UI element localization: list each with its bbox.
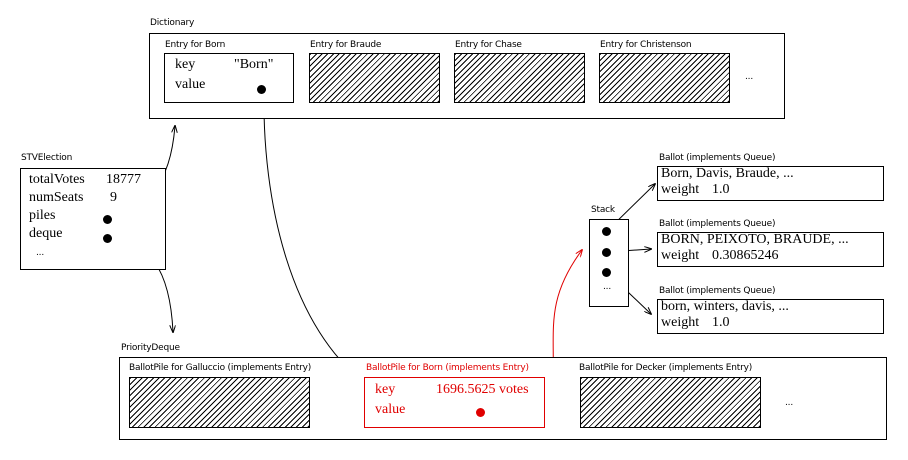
ballotpile-born-box — [364, 377, 545, 428]
dictionary-ellipsis: ... — [745, 72, 753, 82]
ballot-1-weight-label: weight — [661, 182, 700, 197]
stack-pointer-1 — [602, 227, 611, 236]
stack-pointer-2 — [602, 248, 611, 257]
ballotpile-decker-hatched — [580, 377, 761, 428]
ballotpile-decker-label: BallotPile for Decker (implements Entry) — [579, 363, 753, 373]
ballot-3-names: born, winters, davis, ... — [661, 299, 789, 314]
stvelection-ellipsis: ... — [36, 248, 44, 258]
entry-value-to-ballotpile-arrow — [263, 89, 370, 387]
stack-pointer-3 — [602, 268, 611, 277]
ballot-1-weight-value: 1.0 — [712, 182, 730, 197]
ballot-2-label: Ballot (implements Queue) — [659, 219, 776, 229]
entry-christenson-hatched — [599, 53, 730, 103]
entry-label-christenson: Entry for Christenson — [600, 40, 692, 50]
ballot-3-weight-label: weight — [661, 315, 700, 330]
field-piles-name: piles — [29, 208, 56, 223]
ballot-2-box — [657, 232, 884, 267]
entry-label-born: Entry for Born — [165, 40, 226, 50]
ballotpile-born-value-label: value — [375, 402, 406, 417]
entry-chase-hatched — [454, 53, 585, 103]
entry-born-value-pointer — [257, 85, 266, 94]
entry-label-braude: Entry for Braude — [310, 40, 382, 50]
ballot-2-weight-label: weight — [661, 248, 700, 263]
entry-born-box — [164, 53, 294, 103]
field-totalvotes-name: totalVotes — [29, 172, 85, 187]
ballot-1-names: Born, Davis, Braude, ... — [661, 166, 794, 181]
field-deque-name: deque — [29, 226, 63, 241]
deque-pointer — [103, 234, 112, 243]
stvelection-label: STVElection — [21, 153, 73, 163]
ballotpile-born-key-value: 1696.5625 votes — [436, 382, 529, 397]
ballot-2-weight-value: 0.30865246 — [712, 248, 779, 263]
stack-label: Stack — [591, 205, 615, 215]
entry-born-value-label: value — [175, 77, 206, 92]
entry-label-chase: Entry for Chase — [455, 40, 522, 50]
ballotpile-born-label: BallotPile for Born (implements Entry) — [366, 363, 529, 373]
ballot-1-box — [657, 166, 884, 201]
field-numseats-value: 9 — [110, 190, 117, 205]
stvelection-box — [20, 168, 166, 270]
field-numseats-name: numSeats — [29, 190, 84, 205]
entry-braude-hatched — [309, 53, 440, 103]
entry-born-key-label: key — [175, 57, 196, 72]
prioritydeque-label: PriorityDeque — [121, 343, 180, 353]
ballot-1-label: Ballot (implements Queue) — [659, 153, 776, 163]
field-totalvotes-value: 18777 — [106, 172, 141, 187]
entry-born-key-value: "Born" — [234, 57, 274, 72]
prioritydeque-ellipsis: ... — [785, 398, 793, 408]
ballot-3-label: Ballot (implements Queue) — [659, 286, 776, 296]
ballotpile-born-value-pointer — [476, 408, 485, 417]
ballot-2-names: BORN, PEIXOTO, BRAUDE, ... — [661, 232, 849, 247]
ballotpile-galluccio-label: BallotPile for Galluccio (implements Ent… — [129, 363, 312, 373]
ballotpile-born-key-label: key — [375, 382, 396, 397]
ballotpile-galluccio-hatched — [129, 377, 310, 428]
piles-pointer — [103, 215, 112, 224]
stack-ellipsis: ... — [603, 282, 611, 292]
dictionary-label: Dictionary — [150, 18, 195, 28]
ballot-3-weight-value: 1.0 — [712, 315, 730, 330]
ballot-3-box — [657, 299, 884, 334]
